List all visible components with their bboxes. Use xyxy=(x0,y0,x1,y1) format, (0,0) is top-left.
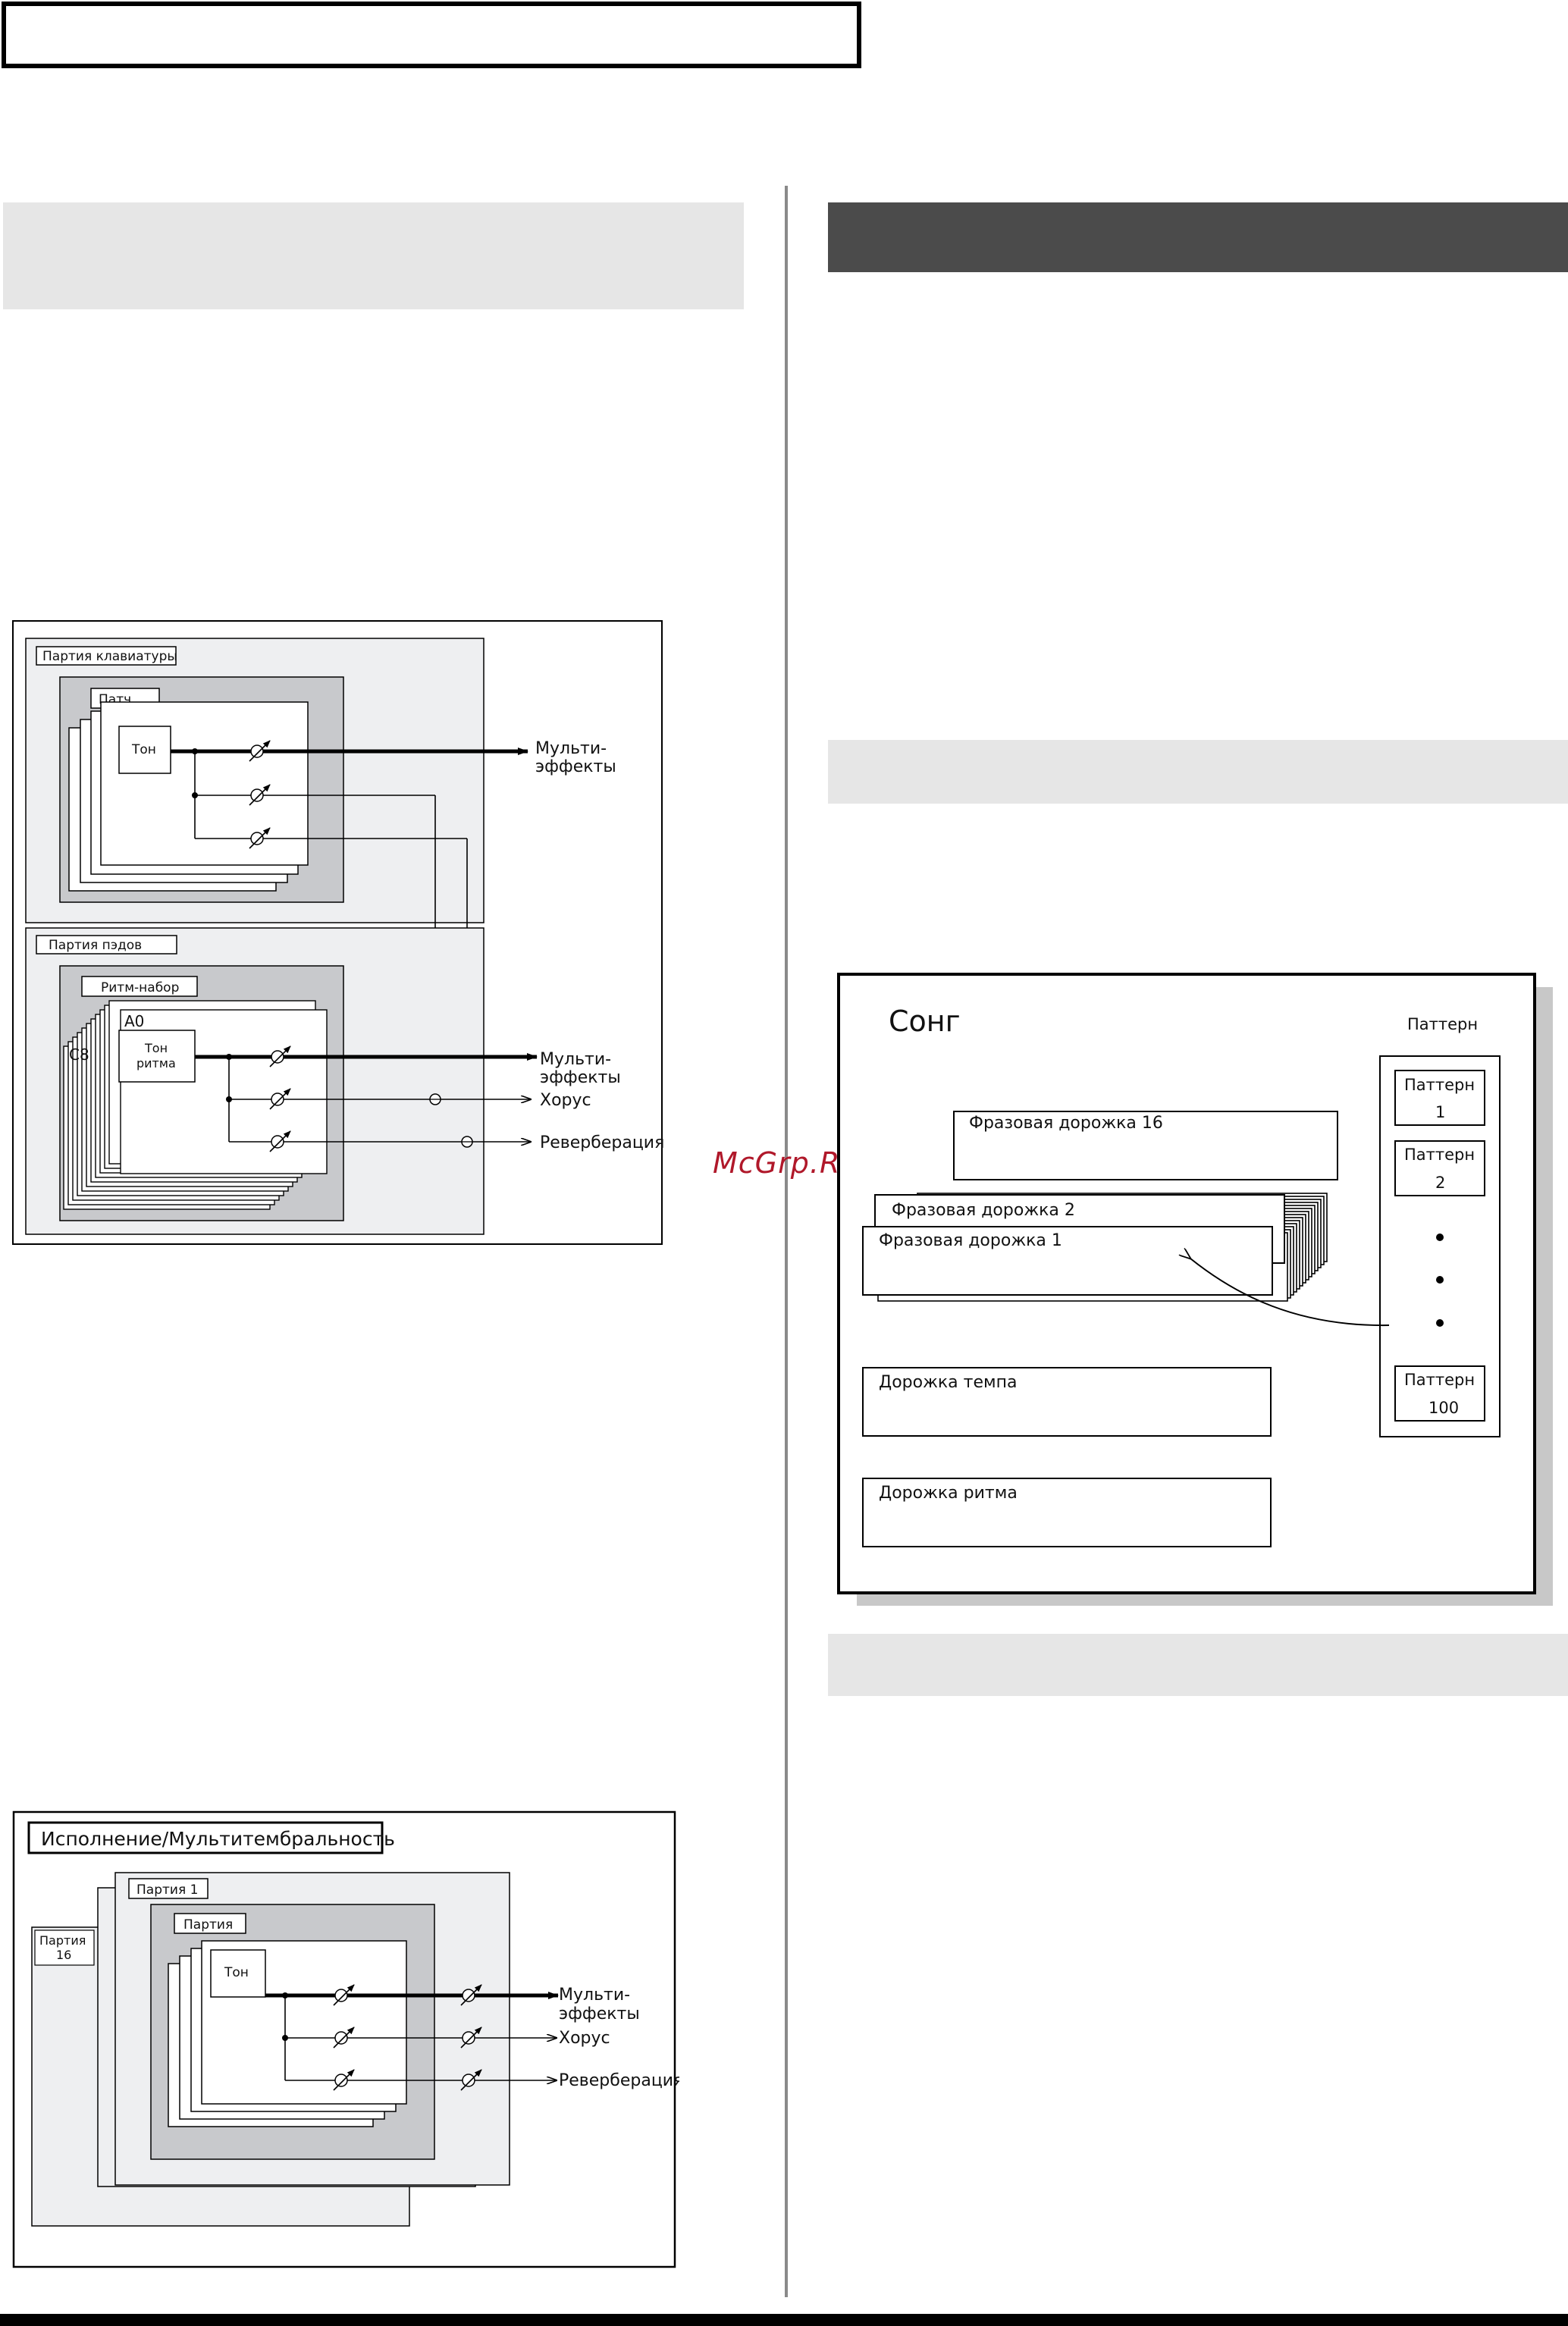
part-label: Партия xyxy=(183,1917,233,1933)
pattern2-label-b: 2 xyxy=(1435,1174,1445,1192)
left-section-header-band xyxy=(3,202,744,309)
rhythm-track-label: Дорожка ритма xyxy=(879,1484,1018,1503)
rhythm-set-label: Ритм-набор xyxy=(101,980,179,995)
pattern1-label-a: Паттерн xyxy=(1404,1076,1475,1094)
pattern1-box xyxy=(1394,1070,1485,1126)
pattern1-label-b: 1 xyxy=(1435,1103,1445,1121)
pattern2-label-a: Паттерн xyxy=(1404,1146,1475,1164)
pattern100-label-a: Паттерн xyxy=(1404,1371,1475,1389)
c8-label: C8 xyxy=(69,1045,89,1064)
right-subsection-band-2 xyxy=(828,1634,1568,1696)
rhythm-tone-label-a: Тон xyxy=(144,1041,168,1055)
pattern100-box xyxy=(1394,1365,1485,1422)
song-structure-diagram: Сонг Паттерн Фразовая дорожка 16 Фразова… xyxy=(837,973,1553,1606)
phrase1-label: Фразовая дорожка 1 xyxy=(879,1231,1062,1250)
part-tone-label: Тон xyxy=(224,1965,249,1980)
reverb-label: Реверберация xyxy=(540,1133,664,1152)
header-frame xyxy=(2,2,861,68)
phrase16-label: Фразовая дорожка 16 xyxy=(969,1114,1163,1133)
multi-fx3-label-a: Мульти- xyxy=(559,1986,630,2005)
rhythm-track-box xyxy=(862,1478,1272,1547)
multi-fx-label-1b: эффекты xyxy=(535,757,616,776)
tempo-track-box xyxy=(862,1367,1272,1437)
right-section-header-bar xyxy=(828,202,1568,272)
multi-fx-label-1a: Мульти- xyxy=(535,739,607,758)
keyboard-pad-diagram: Партия клавиатуры Патч Тон Мульти- эффек… xyxy=(12,620,664,1245)
tone-label: Тон xyxy=(131,742,156,757)
column-divider xyxy=(785,186,788,2297)
tempo-track-label: Дорожка темпа xyxy=(879,1373,1017,1392)
part16-label-b: 16 xyxy=(56,1948,71,1962)
a0-label: A0 xyxy=(124,1012,144,1030)
song-label: Сонг xyxy=(889,1005,961,1038)
chorus3-label: Хорус xyxy=(559,2029,610,2048)
pattern2-box xyxy=(1394,1140,1485,1196)
footer-bar xyxy=(0,2314,1568,2326)
watermark: McGrp.Ru xyxy=(713,1146,860,1180)
pattern-header: Паттерн xyxy=(1407,1015,1478,1033)
keyboard-part-label: Партия клавиатуры xyxy=(42,649,177,664)
phrase2-label: Фразовая дорожка 2 xyxy=(892,1201,1075,1220)
performance-diagram: Исполнение/Мультитембральность Партия 16… xyxy=(12,1810,679,2268)
multi-fx-label-2b: эффекты xyxy=(540,1068,621,1087)
performance-title: Исполнение/Мультитембральность xyxy=(41,1828,395,1850)
right-subsection-band-1 xyxy=(828,740,1568,804)
part16-label-a: Партия xyxy=(39,1933,86,1948)
pattern100-label-b: 100 xyxy=(1428,1399,1459,1417)
multi-fx-label-2a: Мульти- xyxy=(540,1050,611,1069)
multi-fx3-label-b: эффекты xyxy=(559,2005,640,2023)
reverb3-label: Реверберация xyxy=(559,2071,679,2090)
chorus-label: Хорус xyxy=(540,1091,591,1110)
part1-label: Партия 1 xyxy=(136,1882,198,1898)
rhythm-tone-label-b: ритма xyxy=(136,1056,176,1071)
pad-part-label: Партия пэдов xyxy=(49,938,142,953)
part-tone-box xyxy=(210,1949,266,1998)
tone-box xyxy=(118,726,171,774)
